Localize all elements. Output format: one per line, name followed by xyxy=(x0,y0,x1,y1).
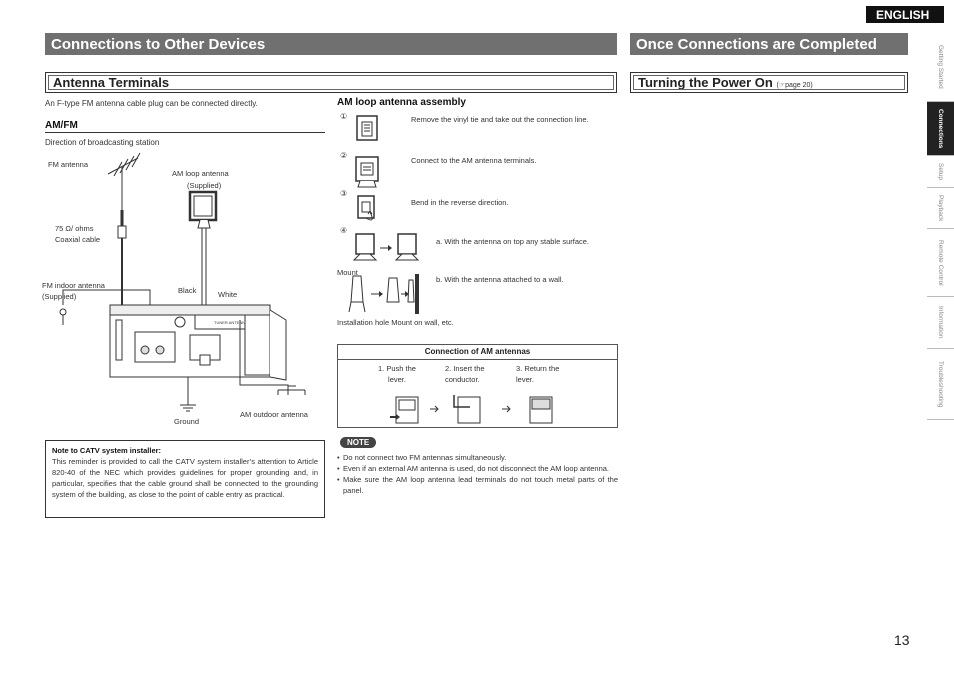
catv-note-body: This reminder is provided to call the CA… xyxy=(52,457,318,499)
connection-steps-illustration xyxy=(390,395,553,424)
label-black: Black xyxy=(178,286,197,295)
label-coaxial-cable: Coaxial cable xyxy=(55,235,101,244)
fm-antenna-icon xyxy=(107,152,141,210)
side-tab-remote-control[interactable]: Remote Control xyxy=(927,229,954,297)
label-white: White xyxy=(218,290,238,299)
step-1-text: Remove the vinyl tie and take out the co… xyxy=(411,115,589,124)
page-number: 13 xyxy=(894,632,910,648)
side-tab-playback[interactable]: Playback xyxy=(927,188,954,229)
mount-label: Mount xyxy=(337,268,358,277)
side-navigation-tabs: Getting Started Connections Setup Playba… xyxy=(927,32,954,420)
label-ground: Ground xyxy=(174,417,200,426)
step-4-number: ④ xyxy=(340,226,348,235)
connection-step-2: 2. Insert the conductor. xyxy=(445,364,485,384)
step-3-antenna-icon xyxy=(357,195,375,221)
note-item: Do not connect two FM antennas simultane… xyxy=(337,452,618,463)
receiver-back-panel: TUNER ANTENNA xyxy=(109,304,287,381)
subsection-title-antenna: Antenna Terminals xyxy=(45,72,617,93)
step-2-number: ② xyxy=(340,151,348,160)
side-tab-connections[interactable]: Connections xyxy=(927,102,954,156)
side-tab-troubleshooting[interactable]: Troubleshooting xyxy=(927,349,954,420)
installation-caption: Installation hole Mount on wall, etc. xyxy=(337,318,454,327)
step-4a-antenna-icon xyxy=(352,233,420,261)
section-title-connections: Connections to Other Devices xyxy=(45,33,617,55)
step-1-number: ① xyxy=(340,112,348,121)
power-on-title: Turning the Power On xyxy=(638,75,773,90)
side-tab-information[interactable]: Information xyxy=(927,297,954,349)
side-tab-getting-started[interactable]: Getting Started xyxy=(927,32,954,102)
connection-step-3: 3. Return the lever. xyxy=(516,364,560,384)
step-3-number: ③ xyxy=(340,189,348,198)
note-item: Make sure the AM loop antenna lead termi… xyxy=(337,474,618,496)
connection-step-1: 1. Push the lever. xyxy=(378,364,416,384)
notes-list: Do not connect two FM antennas simultane… xyxy=(337,452,618,496)
step-1-antenna-icon xyxy=(356,115,378,141)
catv-note-title: Note to CATV system installer: xyxy=(52,446,162,455)
label-fm-antenna: FM antenna xyxy=(48,160,89,169)
label-fm-indoor-supplied: (Supplied) xyxy=(42,292,77,301)
am-loop-assembly-heading: AM loop antenna assembly xyxy=(337,97,466,108)
label-75-ohm: 75 Ω/ ohms xyxy=(55,224,94,233)
am-fm-heading: AM/FM xyxy=(45,120,325,133)
step-2-text: Connect to the AM antenna terminals. xyxy=(411,156,537,165)
svg-text:TUNER ANTENNA: TUNER ANTENNA xyxy=(214,320,248,325)
note-badge: NOTE xyxy=(340,437,377,448)
am-connection-table-title: Connection of AM antennas xyxy=(338,345,617,360)
direction-caption: Direction of broadcasting station xyxy=(45,138,160,147)
label-am-loop-antenna: AM loop antenna xyxy=(172,169,229,178)
step-2-antenna-icon xyxy=(355,156,379,188)
language-label: ENGLISH xyxy=(866,6,944,23)
side-tab-setup[interactable]: Setup xyxy=(927,156,954,188)
am-connection-table: Connection of AM antennas 1. Push the le… xyxy=(337,344,618,428)
power-on-page-ref[interactable]: page 20 xyxy=(785,82,811,89)
step-4b-text: b. With the antenna attached to a wall. xyxy=(436,275,564,284)
antenna-intro-text: An F-type FM antenna cable plug can be c… xyxy=(45,99,258,108)
subsection-title-power-on: Turning the Power On (☞page 20) xyxy=(630,72,908,93)
step-4a-text: a. With the antenna on top any stable su… xyxy=(436,237,590,246)
catv-note-box: Note to CATV system installer: This remi… xyxy=(45,440,325,518)
label-am-outdoor-antenna: AM outdoor antenna xyxy=(240,410,308,419)
step-3-text: Bend in the reverse direction. xyxy=(411,198,509,207)
section-title-once-completed: Once Connections are Completed xyxy=(630,33,908,55)
note-item: Even if an external AM antenna is used, … xyxy=(337,463,618,474)
page-ref-icon: ☞ xyxy=(778,82,786,89)
step-4b-antenna-icon xyxy=(348,274,419,314)
label-fm-indoor-antenna: FM indoor antenna xyxy=(42,281,105,290)
antenna-connection-diagram: TUNER ANTENNA xyxy=(59,152,306,412)
label-am-loop-supplied: (Supplied) xyxy=(187,181,222,190)
